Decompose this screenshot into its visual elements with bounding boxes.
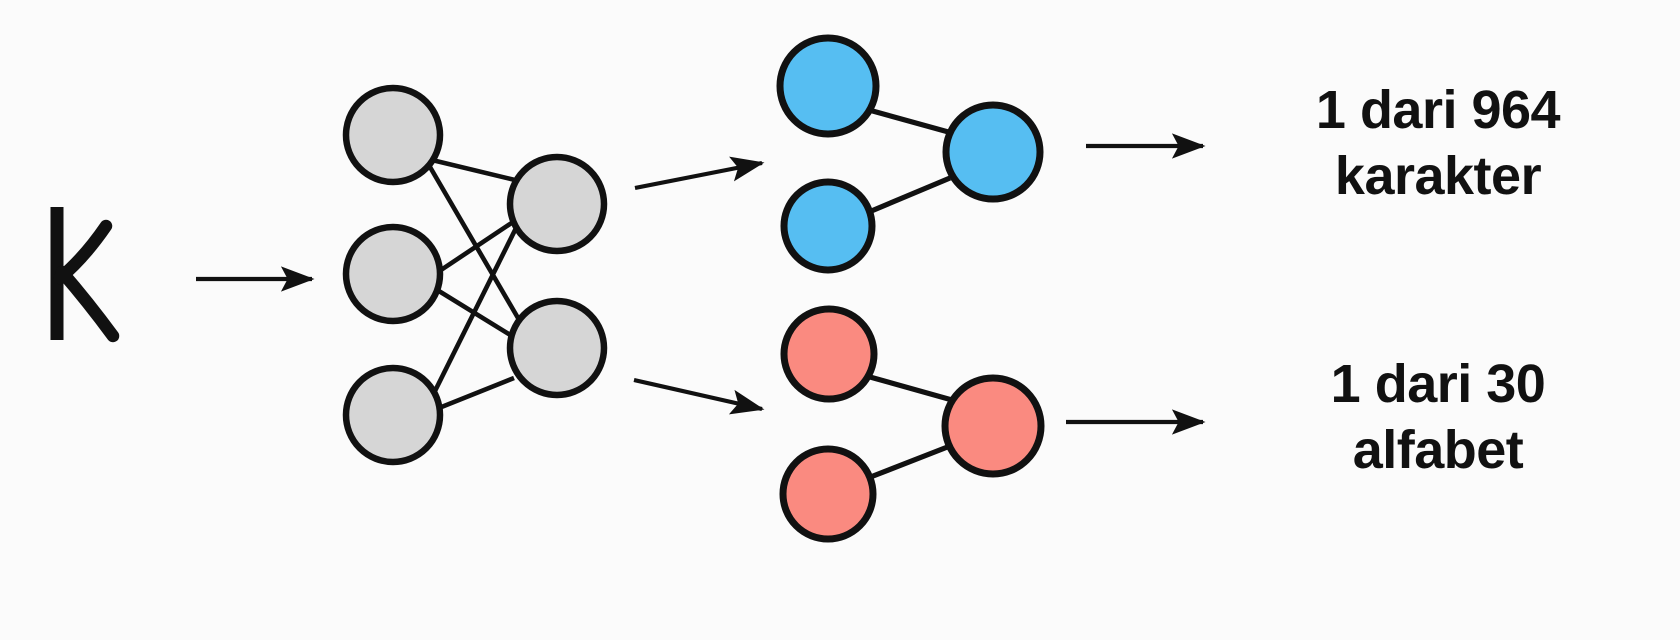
- encoder-input-node-1: [342, 84, 444, 186]
- character-head-output-node: [942, 101, 1044, 203]
- encoder-output-node-2: [506, 297, 608, 399]
- character-head-nodes: [776, 34, 1044, 274]
- alphabet-head-nodes: [779, 305, 1045, 543]
- alphabet-count-label: 1 dari 30 alfabet: [1330, 354, 1546, 480]
- arrow-encoder-to-alphabet-head: [633, 377, 765, 415]
- character-head-node-1: [776, 34, 880, 138]
- encoder-output-node-1: [506, 153, 608, 255]
- alphabet-head-node-1: [780, 305, 878, 403]
- alphabet-head-node-2: [779, 445, 877, 543]
- alphabet-head-edges: [867, 374, 953, 481]
- character-head-edges: [867, 107, 953, 215]
- character-head-node-2: [780, 178, 876, 274]
- character-count-label: 1 dari 964 karakter: [1315, 80, 1561, 206]
- encoder-edges: [428, 157, 527, 413]
- arrow-encoder-to-character-head: [634, 156, 765, 191]
- encoder-nodes: [342, 84, 608, 466]
- encoder-input-node-2: [342, 223, 444, 325]
- encoder-input-node-3: [342, 364, 444, 466]
- alphabet-head-output-node: [941, 374, 1045, 478]
- handwritten-character-k-icon: [50, 207, 120, 343]
